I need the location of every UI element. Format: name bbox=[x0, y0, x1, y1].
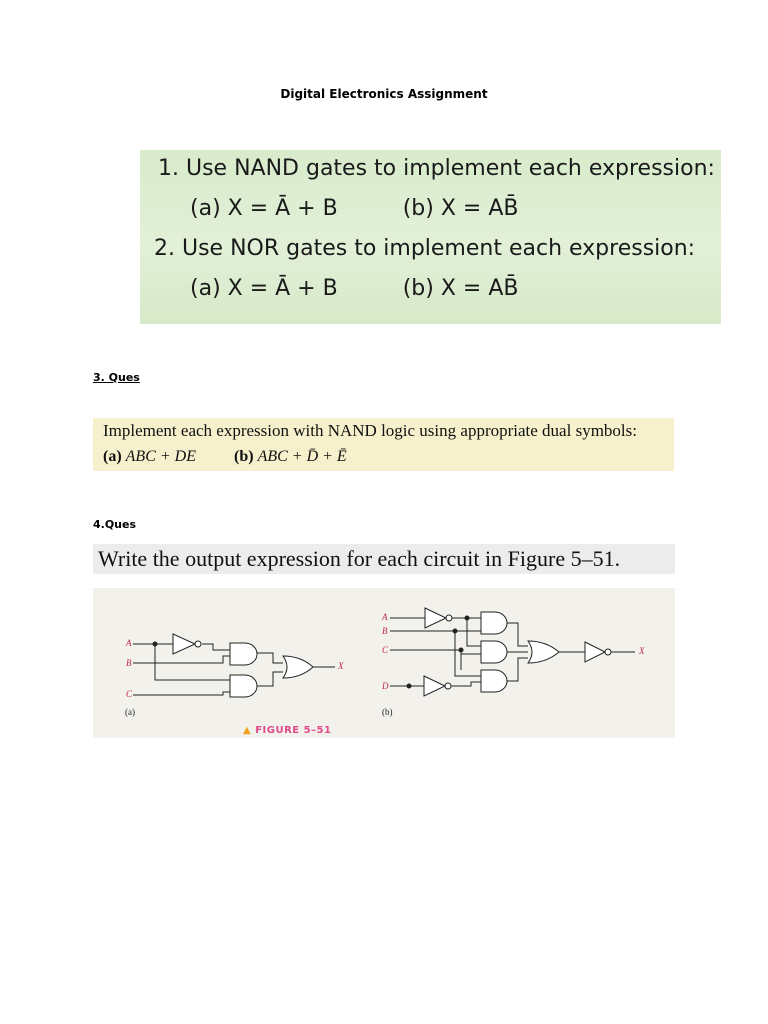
problem-1-expressions: (a) X = Ā + B (b) X = AB̄ bbox=[190, 196, 518, 221]
or-gate-b bbox=[527, 640, 560, 664]
logic-circuit-diagram bbox=[133, 607, 635, 698]
inverter-b2 bbox=[423, 675, 447, 697]
circuit-b-output-label: X bbox=[639, 646, 645, 656]
q3-part-b-label: (b) bbox=[234, 448, 254, 465]
circuit-b-sublabel: (b) bbox=[382, 707, 393, 717]
problem-1-text: 1. Use NAND gates to implement each expr… bbox=[158, 156, 715, 181]
q3-part-a: ABC + DE bbox=[125, 448, 196, 465]
junction-b1 bbox=[452, 628, 458, 634]
junction-b3 bbox=[458, 647, 464, 653]
inverter-b2-bubble bbox=[444, 682, 452, 690]
problem-2a: (a) X = Ā + B bbox=[190, 276, 338, 301]
circuit-b-input-c-label: C bbox=[382, 645, 389, 655]
and-gate-b1 bbox=[480, 611, 508, 635]
circuit-a-input-c-label: C bbox=[126, 689, 133, 699]
wire-a-input-c bbox=[133, 691, 230, 696]
q3-part-a-label: (a) bbox=[103, 448, 122, 465]
wire-b-g1-out bbox=[507, 622, 528, 647]
and-gate-b2 bbox=[480, 640, 508, 664]
wire-a-input-b bbox=[133, 655, 230, 664]
wire-b-dbar bbox=[451, 681, 481, 687]
problem-1b: (b) X = AB̄ bbox=[402, 196, 519, 221]
figure-caption-text: FIGURE 5–51 bbox=[255, 725, 332, 736]
problems-image: 1. Use NAND gates to implement each expr… bbox=[140, 150, 721, 324]
wire-b-tap-b bbox=[454, 631, 481, 677]
wire-b-tap-c bbox=[461, 650, 481, 660]
wire-a-tap-a bbox=[154, 644, 230, 681]
figure-caption: ▲FIGURE 5–51 bbox=[243, 725, 331, 736]
wire-b-tap-c2 bbox=[409, 650, 424, 688]
document-title: Digital Electronics Assignment bbox=[280, 87, 488, 101]
question-3-image: Implement each expression with NAND logi… bbox=[93, 418, 674, 471]
caption-triangle-icon: ▲ bbox=[243, 725, 252, 736]
circuit-a-input-b-label: B bbox=[126, 658, 132, 668]
question-3-expressions: (a) ABC + DE (b) ABC + D̄ + Ē bbox=[103, 448, 347, 466]
circuit-a-sublabel: (a) bbox=[125, 707, 135, 717]
junction-b4 bbox=[406, 683, 412, 689]
question-3-instruction: Implement each expression with NAND logi… bbox=[103, 421, 637, 440]
and-gate-a2 bbox=[229, 674, 258, 698]
and-gate-a1 bbox=[229, 642, 258, 666]
wire-b-abar-down bbox=[466, 618, 481, 647]
wire-a-and2-out bbox=[257, 671, 283, 687]
inverter-b1 bbox=[424, 607, 448, 629]
inverter-a-bubble bbox=[194, 640, 202, 648]
junction-a bbox=[152, 641, 158, 647]
circuit-b-input-d-label: D bbox=[382, 681, 389, 691]
question-4-label: 4.Ques bbox=[93, 518, 137, 531]
and-gate-b3 bbox=[480, 669, 508, 693]
junction-b2 bbox=[464, 615, 470, 621]
problem-1a: (a) X = Ā + B bbox=[190, 196, 338, 221]
wire-a-and1-out bbox=[257, 652, 283, 664]
inverter-a bbox=[172, 633, 197, 655]
wire-b-input-c bbox=[390, 649, 481, 655]
problem-2-expressions: (a) X = Ā + B (b) X = AB̄ bbox=[190, 276, 518, 301]
circuit-b-input-b-label: B bbox=[382, 626, 388, 636]
inverter-b3-bubble bbox=[604, 648, 612, 656]
wire-b-g3-out bbox=[507, 657, 528, 682]
circuit-a-input-a-label: A bbox=[126, 638, 132, 648]
problem-2-text: 2. Use NOR gates to implement each expre… bbox=[154, 236, 696, 261]
wire-a-nand-out bbox=[202, 643, 230, 651]
problem-2b: (b) X = AB̄ bbox=[402, 276, 519, 301]
circuit-b-input-a-label: A bbox=[382, 612, 388, 622]
circuit-a-output-label: X bbox=[338, 661, 344, 671]
figure-5-51: A B C X (a) A B C D X (b) ▲FIGURE 5–51 bbox=[93, 588, 675, 738]
circuit-b bbox=[390, 607, 635, 697]
question-4-instruction: Write the output expression for each cir… bbox=[98, 546, 621, 571]
question-4-image: Write the output expression for each cir… bbox=[93, 544, 675, 574]
inverter-b1-bubble bbox=[445, 614, 453, 622]
circuit-a bbox=[133, 633, 335, 698]
question-3-label: 3. Ques bbox=[93, 371, 140, 384]
or-gate-a bbox=[282, 655, 314, 679]
q3-part-b: ABC + D̄ + Ē bbox=[257, 448, 347, 465]
inverter-b3 bbox=[584, 641, 607, 663]
